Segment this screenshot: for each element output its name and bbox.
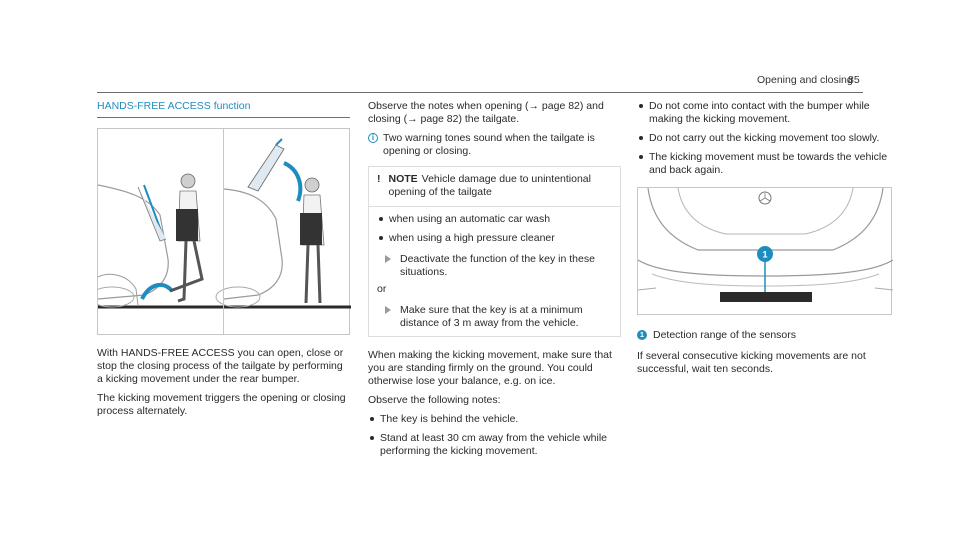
- or-text: or: [377, 283, 387, 295]
- list-item: Stand at least 30 cm away from the vehic…: [368, 432, 621, 458]
- kick-bullets: Do not come into contact with the bumper…: [637, 100, 892, 177]
- figure-divider: [223, 129, 224, 334]
- paragraph-wait: If several consecutive kicking movements…: [637, 350, 866, 375]
- note-label: NOTE: [388, 173, 418, 185]
- legend-number: 1: [637, 330, 647, 340]
- instruction-step: Deactivate the function of the key in th…: [377, 253, 612, 279]
- left-column: HANDS-FREE ACCESS function: [97, 100, 351, 424]
- step-arrow-icon: [385, 255, 391, 263]
- bumper-illustration: 1: [637, 187, 894, 315]
- page-header-title: Opening and closing: [757, 74, 853, 86]
- step-arrow-icon: [385, 306, 391, 314]
- list-item: when using an automatic car wash: [377, 213, 612, 226]
- figure-callout: 1: [762, 250, 767, 260]
- instruction-step: Make sure that the key is at a minimum d…: [377, 304, 612, 330]
- step-text: Make sure that the key is at a minimum d…: [400, 304, 583, 329]
- right-column: Do not come into contact with the bumper…: [637, 100, 894, 382]
- list-item: Do not come into contact with the bumper…: [637, 100, 892, 126]
- legend-text: Detection range of the sensors: [653, 329, 797, 341]
- section-title: HANDS-FREE ACCESS function: [97, 100, 350, 118]
- middle-column: Observe the notes when opening (→ page 8…: [368, 100, 621, 464]
- list-item: The kicking movement must be towards the…: [637, 151, 892, 177]
- tip: i Two warning tones sound when the tailg…: [368, 132, 621, 158]
- tailgate-drawing: [98, 138, 351, 309]
- warning-icon: !: [377, 173, 381, 185]
- note-bullets: when using an automatic car wash when us…: [377, 213, 612, 245]
- paragraph-intro: With HANDS-FREE ACCESS you can open, clo…: [97, 347, 344, 385]
- list-item: when using a high pressure cleaner: [377, 232, 612, 245]
- header-rule: [97, 92, 863, 93]
- paragraph-stand-firmly: When making the kicking movement, make s…: [368, 349, 612, 387]
- list-item: Do not carry out the kicking movement to…: [637, 132, 892, 145]
- paragraph-trigger: The kicking movement triggers the openin…: [97, 392, 346, 417]
- notes-bullets: The key is behind the vehicle. Stand at …: [368, 413, 621, 458]
- note-text: Vehicle damage due to unintentional open…: [388, 173, 591, 198]
- observe-notes-text: Observe the notes when opening (→ page 8…: [368, 100, 604, 125]
- info-icon: i: [368, 133, 378, 143]
- step-text: Deactivate the function of the key in th…: [400, 253, 595, 278]
- figure-legend: 1 Detection range of the sensors: [637, 329, 892, 342]
- list-item: The key is behind the vehicle.: [368, 413, 621, 426]
- tip-text: Two warning tones sound when the tailgat…: [383, 132, 595, 157]
- page-number: 85: [848, 74, 860, 86]
- note-body: when using an automatic car wash when us…: [369, 207, 620, 336]
- bumper-drawing: 1: [637, 187, 894, 302]
- tailgate-illustration: [97, 128, 351, 335]
- paragraph-follow-notes: Observe the following notes:: [368, 394, 501, 406]
